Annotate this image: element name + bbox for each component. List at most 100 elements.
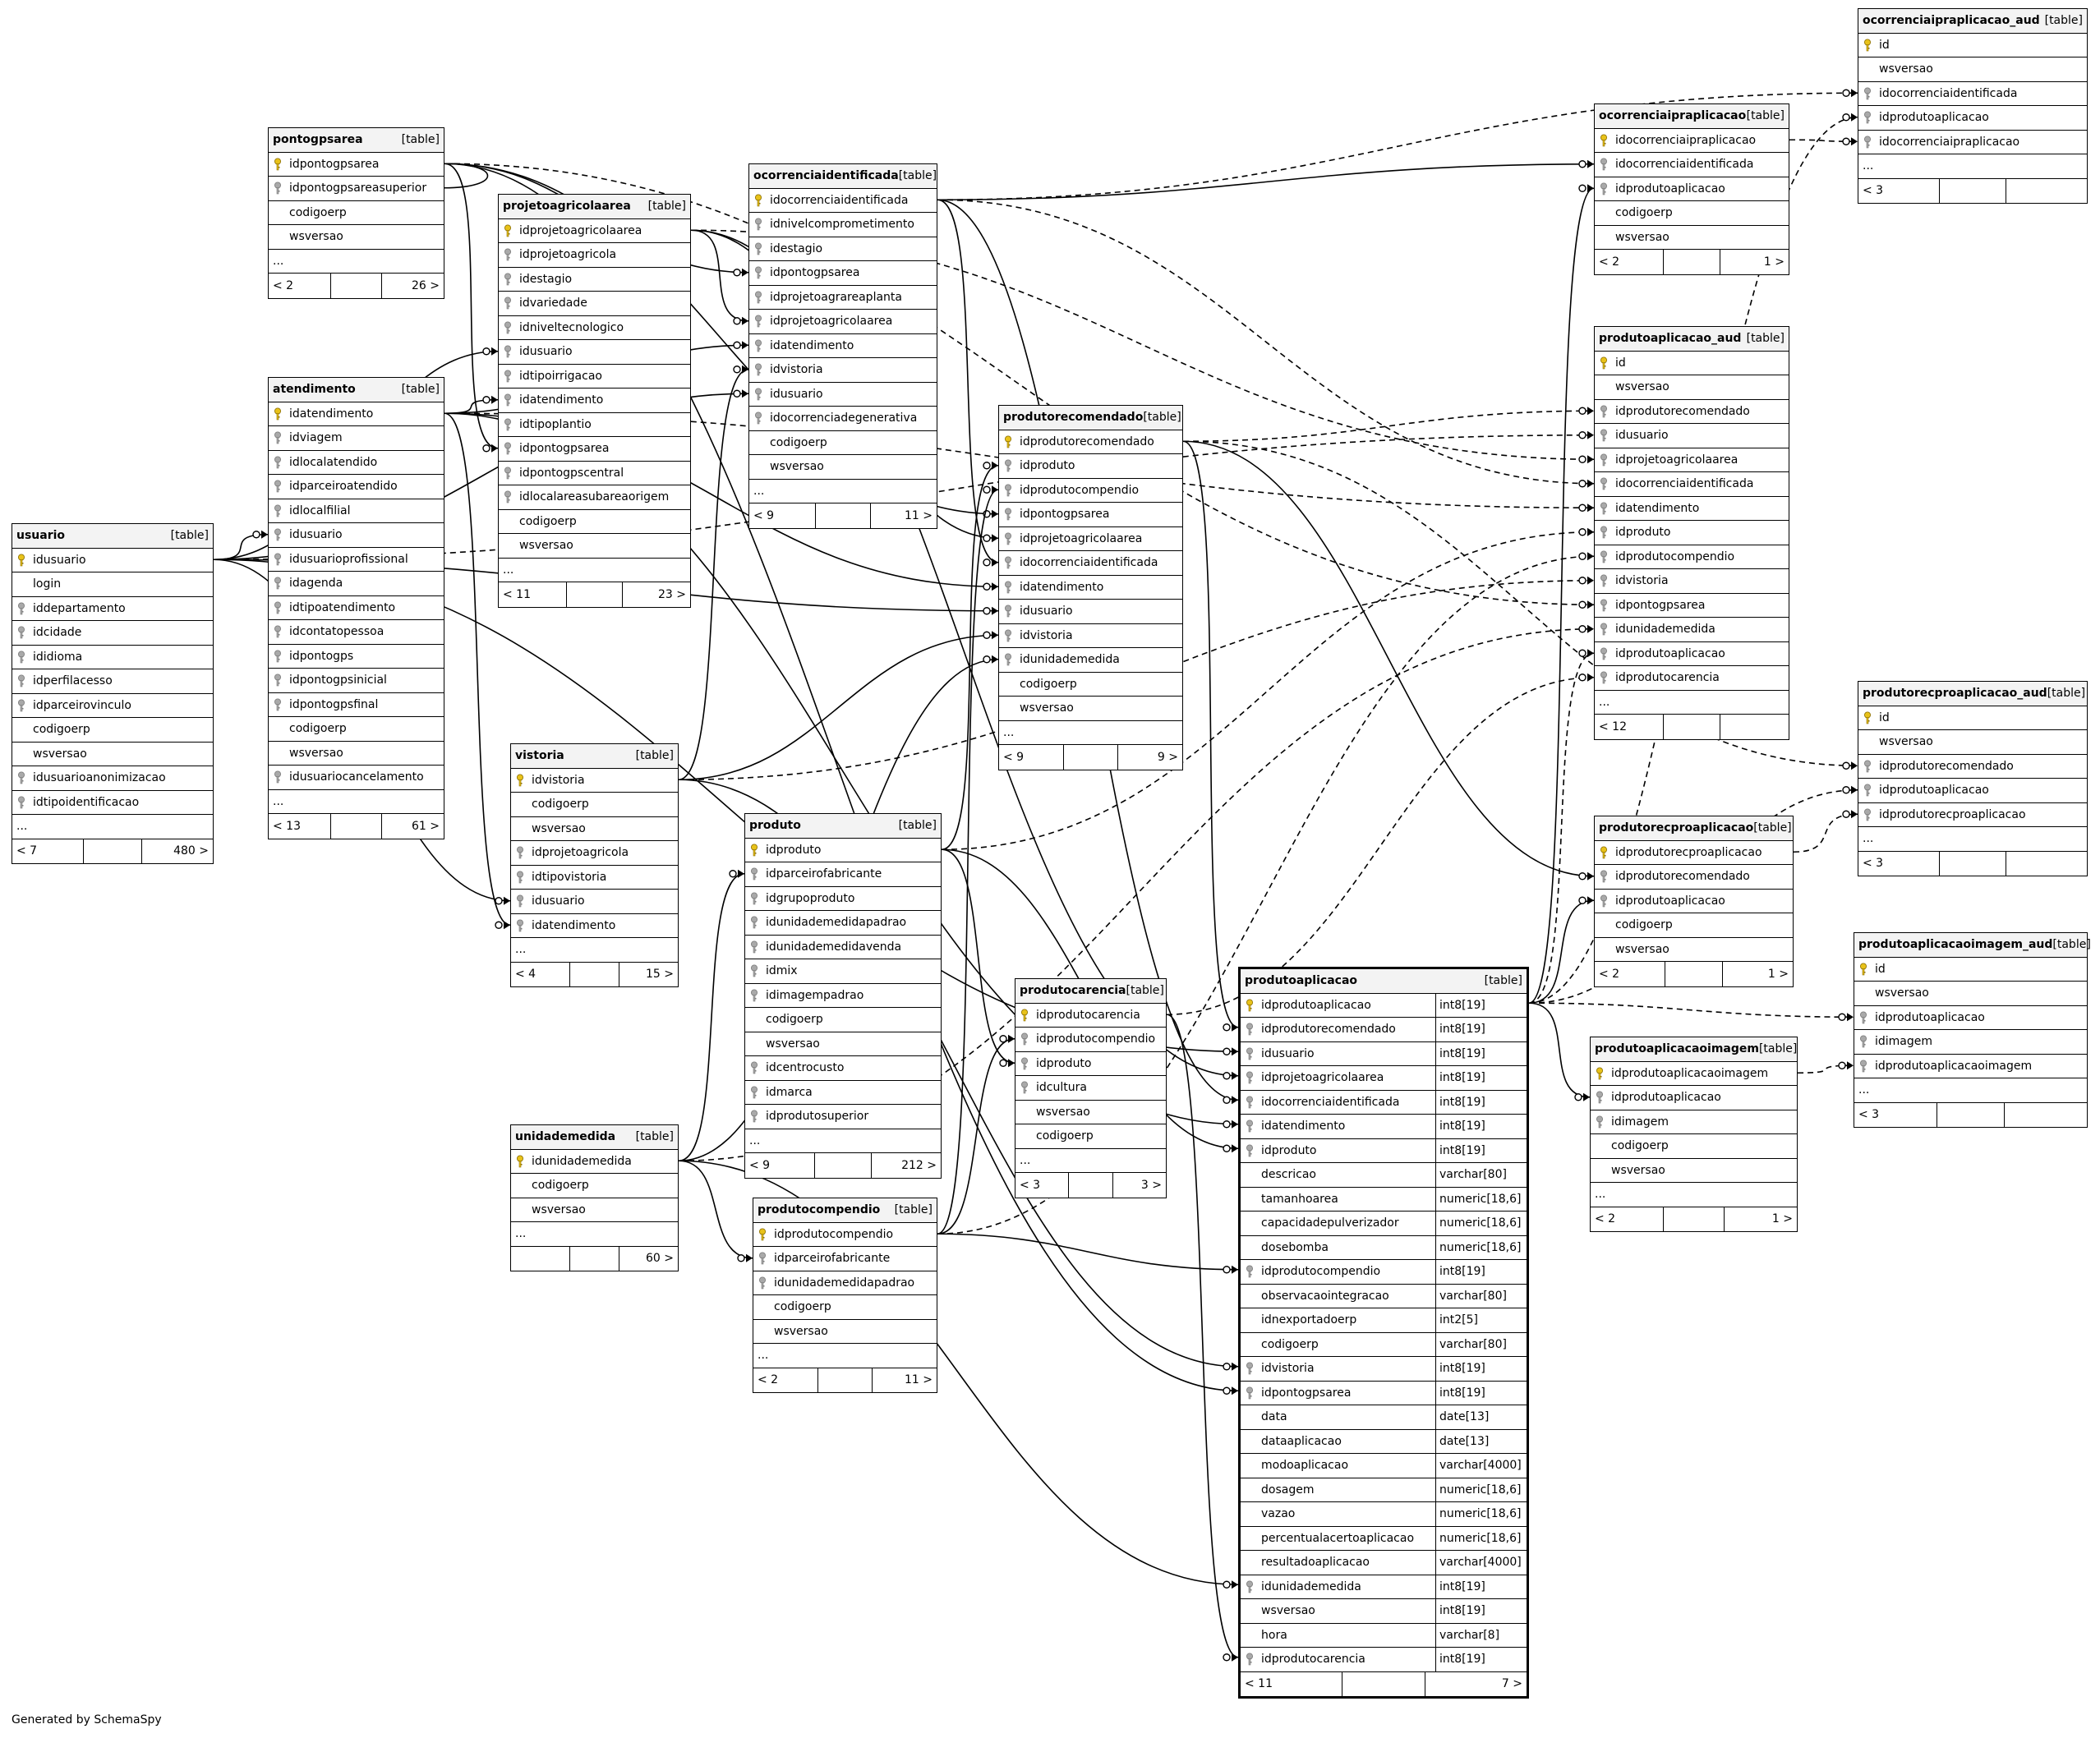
column-row[interactable]: idgrupoproduto (745, 887, 941, 911)
more-columns-row[interactable]: ... (1858, 154, 2087, 179)
column-row[interactable]: idprodutoaplicacao (1591, 1086, 1797, 1110)
parents-count[interactable]: < 9 (1003, 750, 1025, 764)
column-row[interactable]: wsversao (12, 743, 213, 766)
column-row[interactable]: wsversao (1858, 57, 2087, 82)
column-row[interactable]: idmix (745, 959, 941, 984)
column-row[interactable]: wsversao (745, 1032, 941, 1056)
rows-count[interactable]: 7 > (1425, 1671, 1527, 1696)
column-row[interactable]: wsversao (1015, 1101, 1166, 1124)
column-row[interactable]: idperfilacesso (12, 669, 213, 694)
column-row[interactable]: idvariedade (499, 292, 690, 316)
column-row[interactable]: idlocalatendido (269, 451, 444, 475)
column-row[interactable]: idprodutoaplicacao (1595, 890, 1793, 913)
column-row[interactable]: codigoerp (749, 431, 937, 455)
column-row[interactable]: idprodutoaplicacao (1854, 1006, 2087, 1030)
column-row[interactable]: idviagem (269, 426, 444, 451)
parents-count[interactable]: < 4 (515, 968, 537, 982)
column-row[interactable]: idparceirofabricante (753, 1247, 937, 1271)
column-row[interactable]: id (1858, 706, 2087, 730)
column-row[interactable]: codigoerp (12, 718, 213, 743)
column-row[interactable]: idocorrenciadegenerativa (749, 407, 937, 431)
column-row[interactable]: wsversao (1595, 226, 1789, 250)
column-row[interactable]: idimagem (1591, 1110, 1797, 1134)
table-produtorecproaplicacao[interactable]: produtorecproaplicacao[table]idprodutore… (1594, 816, 1794, 987)
column-row[interactable]: idpontogpsareasuperior (269, 177, 444, 201)
column-row[interactable]: wsversao (753, 1320, 937, 1344)
column-row[interactable]: idvistoria (1595, 569, 1789, 594)
parents-count[interactable]: < 3 (1863, 857, 1884, 871)
column-row[interactable]: idcentrocusto (745, 1056, 941, 1081)
column-row[interactable]: wsversao (511, 817, 678, 841)
column-row[interactable]: idprodutoaplicacao (1858, 106, 2087, 131)
more-columns-row[interactable]: ... (753, 1344, 937, 1368)
column-row[interactable]: wsversao (1591, 1159, 1797, 1183)
column-row[interactable]: idprodutorecproaplicacao (1595, 841, 1793, 865)
column-row[interactable]: id (1595, 352, 1789, 375)
column-row[interactable]: idusuario (511, 890, 678, 914)
column-row[interactable]: idatendimento (499, 389, 690, 413)
column-row[interactable]: wsversao (1595, 375, 1789, 400)
column-row[interactable]: idusuario (12, 549, 213, 572)
parents-count[interactable]: < 13 (273, 819, 301, 833)
rows-count[interactable]: 26 > (381, 274, 444, 298)
column-row[interactable]: idocorrenciaipraplicacao (1595, 129, 1789, 153)
table-produtorecomendado[interactable]: produtorecomendado[table]idprodutorecome… (998, 405, 1183, 770)
column-row[interactable]: idatendimento (749, 334, 937, 358)
column-row[interactable]: idproduto (745, 839, 941, 862)
parents-count[interactable]: < 9 (749, 1158, 771, 1172)
column-row[interactable]: codigoerp (269, 201, 444, 225)
more-columns-row[interactable]: ... (511, 1222, 678, 1247)
rows-count[interactable]: 1 > (1720, 250, 1789, 274)
parents-count[interactable]: < 3 (1863, 184, 1884, 198)
parents-count[interactable]: < 2 (273, 278, 294, 292)
column-row[interactable]: idprojetoagricolaarea (749, 310, 937, 334)
column-row[interactable]: codigoerp (511, 1174, 678, 1198)
column-row[interactable]: idatendimento (269, 402, 444, 426)
column-row[interactable]: idpontogpsfinal (269, 693, 444, 717)
column-row[interactable]: idpontogpsarea (1595, 594, 1789, 618)
column-row[interactable]: idprodutorecomendado (1595, 400, 1789, 424)
rows-count[interactable]: 3 > (1112, 1173, 1166, 1198)
column-row[interactable]: idusuario (499, 340, 690, 365)
column-row[interactable]: idtipoatendimento (269, 596, 444, 620)
rows-count[interactable]: 60 > (618, 1246, 678, 1271)
rows-count[interactable] (2006, 178, 2087, 203)
column-row[interactable]: idproduto (1595, 521, 1789, 545)
column-row[interactable]: idocorrenciaidentificada (1595, 153, 1789, 177)
column-row[interactable]: idprodutocompendio (1015, 1028, 1166, 1052)
parents-count[interactable]: < 12 (1599, 720, 1627, 733)
column-row[interactable]: wsversao (269, 742, 444, 766)
column-row[interactable]: wsversao (749, 455, 937, 480)
column-row[interactable]: codigoerp (999, 673, 1182, 697)
column-row[interactable]: idparceiroatendido (269, 475, 444, 499)
column-row[interactable]: idvistoria (511, 769, 678, 793)
rows-count[interactable]: 11 > (871, 1368, 937, 1392)
column-row[interactable]: idprodutoaplicacaoimagem (1591, 1062, 1797, 1086)
more-columns-row[interactable]: ... (1858, 827, 2087, 852)
column-row[interactable]: idcidade (12, 621, 213, 646)
parents-count[interactable]: < 9 (753, 508, 775, 522)
parents-count[interactable]: < 11 (503, 587, 531, 601)
column-row[interactable]: idparceirovinculo (12, 694, 213, 718)
column-row[interactable]: idatendimento (999, 576, 1182, 600)
column-row[interactable]: idusuario (1595, 424, 1789, 448)
column-row[interactable]: idocorrenciaidentificada (749, 189, 937, 213)
table-produtocompendio[interactable]: produtocompendio[table]idprodutocompendi… (753, 1198, 937, 1393)
